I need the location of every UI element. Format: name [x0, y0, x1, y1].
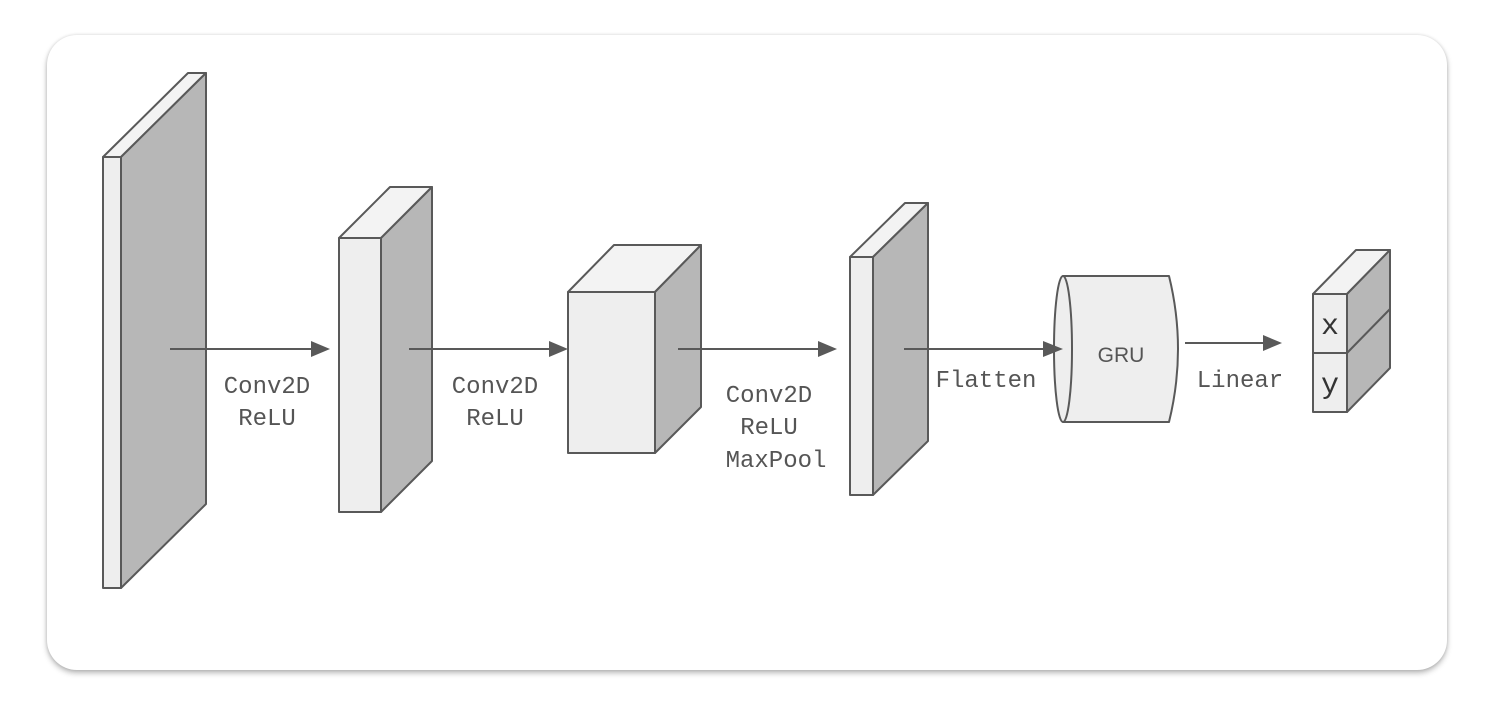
conv-layer-1 [338, 186, 433, 513]
edge-3-label-line-3: MaxPool [726, 448, 827, 475]
edge-5-label: Linear [1197, 368, 1283, 395]
edge-4-label: Flatten [936, 368, 1037, 395]
output-x-label: x [1321, 310, 1339, 344]
input-layer [102, 72, 207, 589]
gru-label: GRU [1098, 344, 1145, 367]
arrow-3 [678, 341, 837, 357]
conv-layer-2 [567, 244, 702, 454]
edge-1-label-line-2: ReLU [238, 406, 296, 433]
diagram-card [47, 35, 1447, 670]
pooled-layer [849, 202, 929, 496]
arrow-2 [409, 341, 568, 357]
edge-1-label-line-1: Conv2D [224, 374, 310, 401]
output-layer: x y [1312, 249, 1391, 413]
edge-2-label-line-1: Conv2D [452, 374, 538, 401]
output-y-label: y [1321, 369, 1339, 403]
gru-block: GRU [1053, 275, 1179, 423]
arrow-5 [1185, 335, 1282, 351]
arrow-4 [904, 341, 1063, 357]
edge-3-label-line-1: Conv2D [726, 383, 812, 410]
edge-2-label-line-2: ReLU [466, 406, 524, 433]
arrow-1 [170, 341, 330, 357]
edge-3-label-line-2: ReLU [740, 415, 798, 442]
